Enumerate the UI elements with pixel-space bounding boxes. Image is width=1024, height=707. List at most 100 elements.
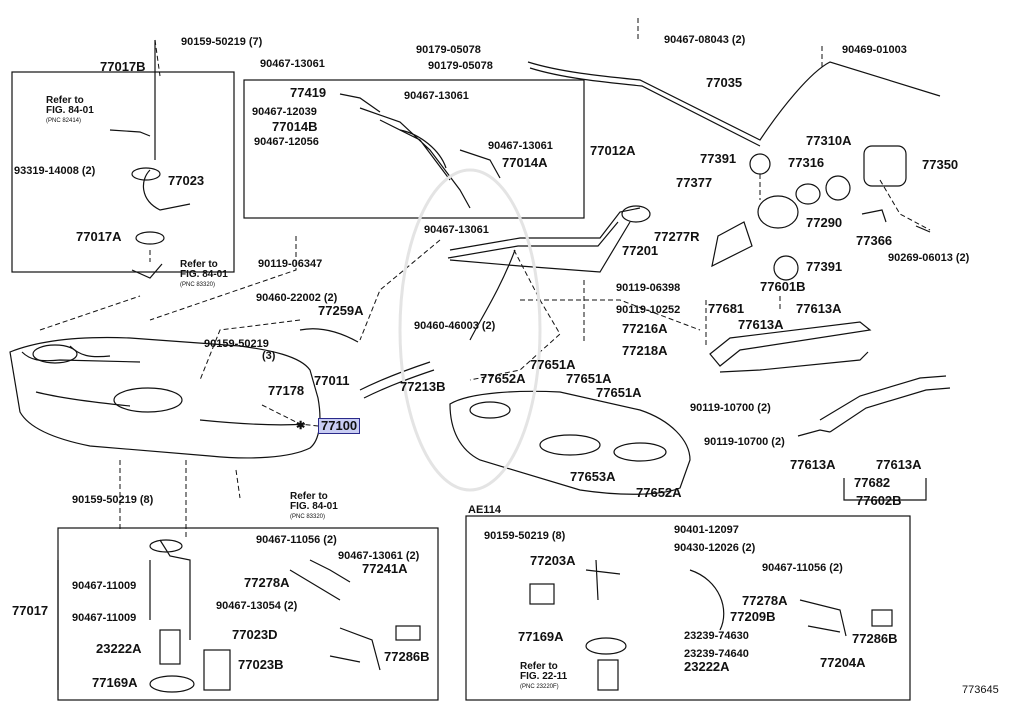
refer-label: Refer to [46,95,84,106]
part-90159-50219-8[interactable]: 90159-50219 (8) [484,530,566,542]
part-77209B[interactable]: 77209B [730,609,776,624]
box-sender-top-left [11,71,235,273]
part-77277R[interactable]: 77277R [654,229,700,244]
part-77023B[interactable]: 77023B [238,657,284,672]
part-90119-10252[interactable]: 90119-10252 [616,304,681,316]
part-77100-highlighted[interactable]: 77100 [318,418,361,434]
part-77259A[interactable]: 77259A [318,303,364,318]
part-77203A[interactable]: 77203A [530,553,576,568]
part-90467-13061[interactable]: 90467-13061 [488,140,553,152]
part-90119-06398[interactable]: 90119-06398 [616,282,681,294]
part-77652A[interactable]: 77652A [636,485,682,500]
part-77023[interactable]: 77023 [168,173,205,188]
box-pump-ae114 [465,515,911,701]
part-77286B[interactable]: 77286B [852,631,898,646]
part-77350[interactable]: 77350 [922,157,959,172]
part-77286B[interactable]: 77286B [384,649,430,664]
part-90430-12026[interactable]: 90430-12026 (2) [674,542,756,554]
part-90119-06347[interactable]: 90119-06347 [258,258,323,270]
part-77653A[interactable]: 77653A [570,469,616,484]
fig-ref-84-01[interactable]: FIG. 84-01 [46,105,94,116]
part-90179-05078[interactable]: 90179-05078 [416,44,481,56]
part-77278A[interactable]: 77278A [742,593,788,608]
part-90467-11009[interactable]: 90467-11009 [72,612,137,624]
part-77017[interactable]: 77017 [12,603,49,618]
part-90467-12039[interactable]: 90467-12039 [252,106,317,118]
part-90460-22002[interactable]: 90460-22002 (2) [256,292,338,304]
part-90119-10700[interactable]: 90119-10700 (2) [704,436,785,448]
part-77218A[interactable]: 77218A [622,343,668,358]
fig-ref-22-11[interactable]: FIG. 22-11 [520,671,568,682]
part-77602B[interactable]: 77602B [856,493,902,508]
part-77682[interactable]: 77682 [854,475,891,490]
part-77651A[interactable]: 77651A [566,371,612,386]
part-77613A[interactable]: 77613A [790,457,836,472]
part-77017A[interactable]: 77017A [76,229,122,244]
part-77419[interactable]: 77419 [290,85,327,100]
part-77391[interactable]: 77391 [806,259,843,274]
part-90467-11009[interactable]: 90467-11009 [72,580,137,592]
part-77316[interactable]: 77316 [788,155,825,170]
pnc-ref: (PNC 82414) [46,118,82,124]
part-23222A[interactable]: 23222A [684,659,730,674]
fig-ref-84-01[interactable]: FIG. 84-01 [290,501,338,512]
part-90159-50219-8[interactable]: 90159-50219 (8) [72,494,154,506]
part-90159-50219[interactable]: 90159-50219 [204,338,269,350]
part-77216A[interactable]: 77216A [622,321,668,336]
part-77366[interactable]: 77366 [856,233,893,248]
part-90467-12056[interactable]: 90467-12056 [254,136,319,148]
part-77290[interactable]: 77290 [806,215,843,230]
part-90467-13061[interactable]: 90467-13061 [404,90,469,102]
part-90467-13061[interactable]: 90467-13061 [260,58,325,70]
part-90467-11056[interactable]: 90467-11056 (2) [762,562,843,574]
part-77681[interactable]: 77681 [708,301,745,316]
part-77023D[interactable]: 77023D [232,627,278,642]
fig-ref-84-01[interactable]: FIG. 84-01 [180,269,228,280]
part-23239-74640[interactable]: 23239-74640 [684,648,749,660]
part-77017B[interactable]: 77017B [100,59,146,74]
part-90467-08043[interactable]: 90467-08043 (2) [664,34,746,46]
part-90179-05078[interactable]: 90179-05078 [428,60,493,72]
part-90467-13054[interactable]: 90467-13054 (2) [216,600,298,612]
part-77613A[interactable]: 77613A [796,301,842,316]
part-90467-11056[interactable]: 90467-11056 (2) [256,534,337,546]
part-90467-13061[interactable]: 90467-13061 [424,224,489,236]
part-77241A[interactable]: 77241A [362,561,408,576]
part-77169A[interactable]: 77169A [92,675,138,690]
part-77014A[interactable]: 77014A [502,155,548,170]
part-90269-06013[interactable]: 90269-06013 (2) [888,252,970,264]
part-90469-01003[interactable]: 90469-01003 [842,44,907,56]
box-vent-hoses [243,79,585,219]
part-77278A[interactable]: 77278A [244,575,290,590]
part-90119-10700[interactable]: 90119-10700 (2) [690,402,771,414]
part-90159-50219-7[interactable]: 90159-50219 (7) [181,36,263,48]
part-77178[interactable]: 77178 [268,383,305,398]
part-77651A[interactable]: 77651A [530,357,576,372]
part-77169A[interactable]: 77169A [518,629,564,644]
part-77201[interactable]: 77201 [622,243,659,258]
part-23222A[interactable]: 23222A [96,641,142,656]
part-77213B[interactable]: 77213B [400,379,446,394]
part-77391[interactable]: 77391 [700,151,737,166]
part-77651A[interactable]: 77651A [596,385,642,400]
variant-label: AE114 [468,504,502,516]
part-93319-14008[interactable]: 93319-14008 (2) [14,165,96,177]
part-77012A[interactable]: 77012A [590,143,636,158]
part-77613A[interactable]: 77613A [876,457,922,472]
part-77613A[interactable]: 77613A [738,317,784,332]
part-90467-13061[interactable]: 90467-13061 (2) [338,550,420,562]
part-77035[interactable]: 77035 [706,75,743,90]
part-90401-12097[interactable]: 90401-12097 [674,524,739,536]
part-77204A[interactable]: 77204A [820,655,866,670]
part-77310A[interactable]: 77310A [806,133,852,148]
figure-id: 773645 [962,684,999,696]
part-23239-74630[interactable]: 23239-74630 [684,630,749,642]
part-77601B[interactable]: 77601B [760,279,806,294]
part-77014B[interactable]: 77014B [272,119,318,134]
part-90460-46003[interactable]: 90460-46003 (2) [414,320,496,332]
part-77377[interactable]: 77377 [676,175,713,190]
fuel-cable [527,61,941,141]
part-77011[interactable]: 77011 [314,373,350,388]
refer-label: Refer to [520,661,558,672]
part-77652A[interactable]: 77652A [480,371,526,386]
